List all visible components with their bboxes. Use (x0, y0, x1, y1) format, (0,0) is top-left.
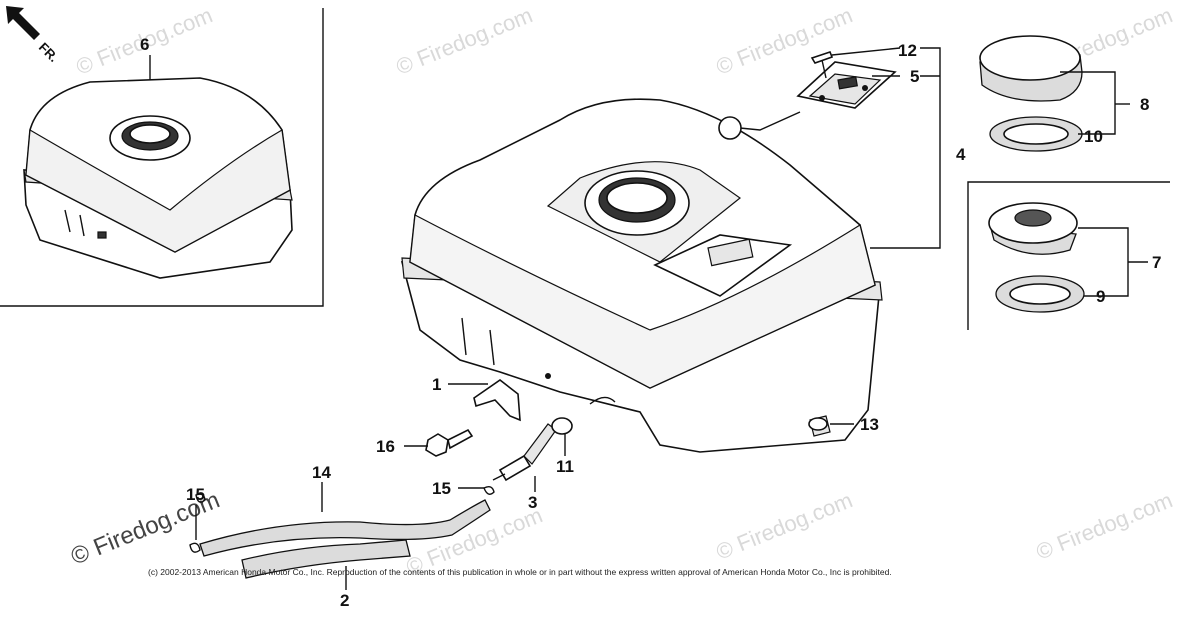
callout-11: 11 (556, 457, 574, 476)
copyright-notice: (c) 2002-2013 American Honda Motor Co., … (148, 567, 892, 577)
bracket-1 (473, 379, 521, 422)
callout-1: 1 (432, 375, 441, 394)
callout-7: 7 (1152, 253, 1161, 272)
clip-15 (195, 493, 206, 503)
front-direction-indicator: FR. (6, 6, 61, 65)
screw-12 (810, 51, 834, 79)
fuel-tank-alt-6 (23, 77, 293, 279)
callout-2: 2 (340, 591, 349, 610)
fuel-cock-3 (492, 423, 557, 482)
washer-11 (551, 417, 573, 435)
clip-15 (189, 542, 201, 553)
fuel-cap-8 (979, 35, 1083, 102)
callout-12: 12 (898, 41, 917, 60)
front-label: FR. (36, 40, 61, 65)
watermark: © Firedog.com (1033, 487, 1176, 564)
fuel-gauge-5 (718, 61, 897, 140)
fuel-cap-7 (988, 202, 1078, 255)
callout-15: 15 (432, 479, 451, 498)
callout-14: 14 (312, 463, 331, 482)
clip-15 (483, 485, 495, 495)
callout-10: 10 (1084, 127, 1103, 146)
callout-13: 13 (860, 415, 879, 434)
callouts: 6 12 5 4 8 10 7 9 1 16 15 3 11 13 14 15 … (140, 35, 1161, 610)
gasket-9 (995, 275, 1085, 313)
watermark: © Firedog.com (393, 2, 536, 79)
inset-frame-right (967, 181, 1170, 330)
callout-9: 9 (1096, 287, 1105, 306)
grommet-13 (808, 415, 831, 437)
callout-6: 6 (140, 35, 149, 54)
callout-8: 8 (1140, 95, 1149, 114)
callout-16: 16 (376, 437, 395, 456)
arrow-icon (6, 6, 40, 40)
callout-15: 15 (186, 485, 205, 504)
callout-4: 4 (956, 145, 966, 164)
bolt-16 (425, 428, 474, 457)
inset-frame-left (0, 8, 324, 307)
fuel-tube-14 (199, 499, 491, 557)
watermark: © Firedog.com (713, 487, 856, 564)
gasket-10 (989, 116, 1083, 152)
fuel-tube-2 (241, 539, 411, 579)
leader-lines (195, 47, 1148, 590)
callout-5: 5 (910, 67, 919, 86)
fuel-tank-4 (400, 98, 883, 453)
callout-3: 3 (528, 493, 537, 512)
